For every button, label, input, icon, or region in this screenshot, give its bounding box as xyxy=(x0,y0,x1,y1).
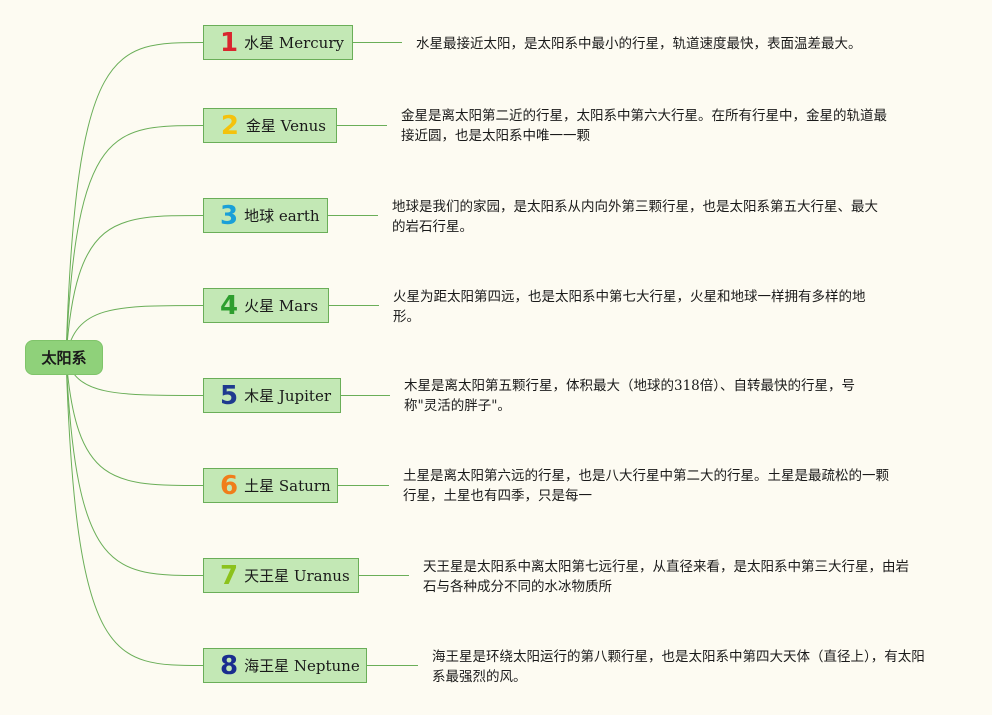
number-1-icon: 1 xyxy=(220,27,239,58)
branch-line xyxy=(65,125,204,358)
number-4-icon: 4 xyxy=(220,290,239,321)
planet-name: 木星 Jupiter xyxy=(244,387,332,405)
number-7-icon: 7 xyxy=(220,560,239,591)
branch-line xyxy=(65,215,204,358)
planet-name: 地球 earth xyxy=(244,207,320,225)
planet-node-venus[interactable]: 2 金星 Venus xyxy=(203,108,337,143)
planet-description-neptune: 海王星是环绕太阳运行的第八颗行星，也是太阳系中第四大天体（直径上），有太阳系最强… xyxy=(432,649,925,685)
planet-node-saturn[interactable]: 6 土星 Saturn xyxy=(203,468,338,503)
root-label: 太阳系 xyxy=(41,349,87,367)
planet-node-mars[interactable]: 4 火星 Mars xyxy=(203,288,329,323)
planet-description-mercury: 水星最接近太阳，是太阳系中最小的行星，轨道速度最快，表面温差最大。 xyxy=(416,36,862,52)
planet-node-neptune[interactable]: 8 海王星 Neptune xyxy=(203,648,367,683)
number-2-icon: 2 xyxy=(220,110,239,141)
planet-name: 水星 Mercury xyxy=(244,34,344,52)
number-6-icon: 6 xyxy=(220,470,239,501)
planet-description-uranus: 天王星是太阳系中离太阳第七远行星，从直径来看，是太阳系中第三大行星，由岩石与各种… xyxy=(423,559,909,595)
branch-line xyxy=(65,42,204,358)
planet-node-earth[interactable]: 3 地球 earth xyxy=(203,198,328,233)
planet-description-jupiter: 木星是离太阳第五颗行星，体积最大（地球的318倍）、自转最快的行星，号称"灵活的… xyxy=(404,378,856,414)
planet-name: 天王星 Uranus xyxy=(244,567,350,585)
number-3-icon: 3 xyxy=(220,200,239,231)
planet-name: 火星 Mars xyxy=(244,297,319,315)
planet-description-saturn: 土星是离太阳第六远的行星，也是八大行星中第二大的行星。土星是最疏松的一颗行星，土… xyxy=(403,468,889,504)
branch-line xyxy=(65,356,204,666)
number-5-icon: 5 xyxy=(220,380,239,411)
branch-line xyxy=(65,356,204,486)
root-node[interactable]: 太阳系 xyxy=(25,340,103,375)
planet-node-mercury[interactable]: 1 水星 Mercury xyxy=(203,25,353,60)
planet-description-venus: 金星是离太阳第二近的行星，太阳系中第六大行星。在所有行星中，金星的轨道最接近圆，… xyxy=(401,108,887,144)
planet-name: 土星 Saturn xyxy=(244,477,331,495)
number-8-icon: 8 xyxy=(220,650,239,681)
planet-node-jupiter[interactable]: 5 木星 Jupiter xyxy=(203,378,341,413)
branch-line xyxy=(65,356,204,576)
planet-node-uranus[interactable]: 7 天王星 Uranus xyxy=(203,558,359,593)
planet-name: 海王星 Neptune xyxy=(244,657,360,675)
planet-description-mars: 火星为距太阳第四远，也是太阳系中第七大行星，火星和地球一样拥有多样的地形。 xyxy=(393,289,866,325)
planet-name: 金星 Venus xyxy=(245,117,326,135)
planet-description-earth: 地球是我们的家园，是太阳系从内向外第三颗行星，也是太阳系第五大行星、最大的岩石行… xyxy=(392,199,878,235)
